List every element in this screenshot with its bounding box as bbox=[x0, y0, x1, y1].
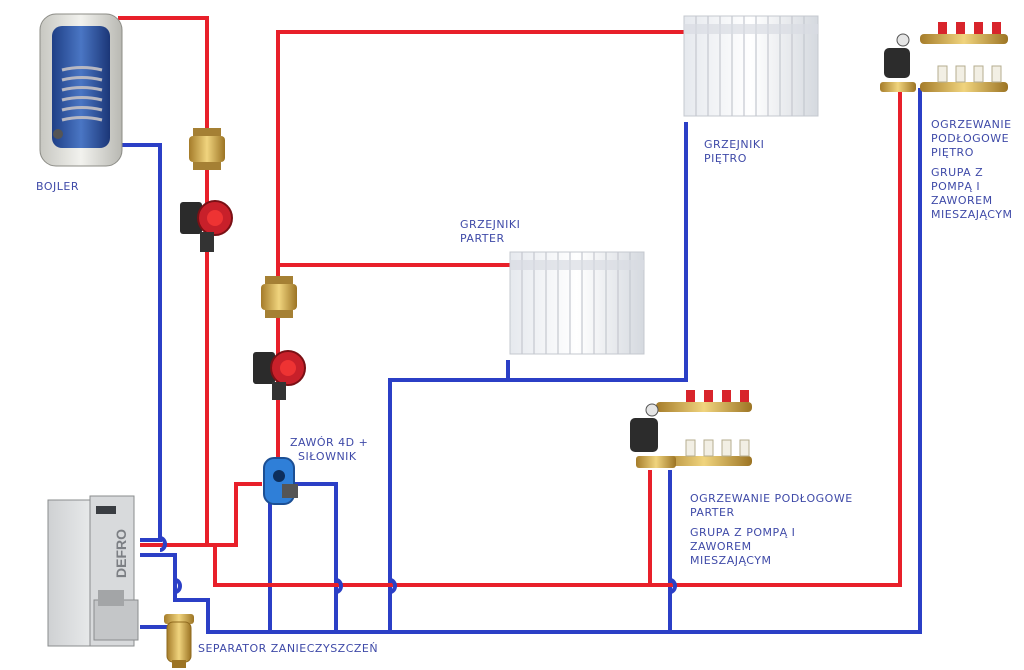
supply-pipes bbox=[118, 16, 902, 587]
label-grzejniki-pietro-1: GRZEJNIKI bbox=[704, 138, 764, 151]
label-grupa-pietro-4: MIESZAJĄCYM bbox=[931, 208, 1013, 221]
label-grupa-parter-2: ZAWOREM bbox=[690, 540, 752, 553]
label-grzejniki-parter-2: PARTER bbox=[460, 232, 505, 245]
label-ogrzewanie-pietro-2: PODŁOGOWE bbox=[931, 132, 1009, 145]
label-ogrzewanie-parter-1: OGRZEWANIE PODŁOGOWE bbox=[690, 492, 853, 505]
label-grupa-parter-1: GRUPA Z POMPĄ I bbox=[690, 526, 795, 539]
return-pipes bbox=[110, 88, 922, 634]
four-way-valve-actuator bbox=[263, 457, 298, 505]
circulation-pump-bojler bbox=[180, 200, 233, 252]
circulation-pump-radiators bbox=[253, 350, 306, 400]
hot-water-tank bbox=[39, 13, 123, 167]
label-ogrzewanie-pietro-1: OGRZEWANIE bbox=[931, 118, 1012, 131]
label-bojler: BOJLER bbox=[36, 180, 79, 193]
floor-heating-manifold-upper bbox=[880, 22, 1008, 92]
radiator-upper-floor bbox=[683, 15, 819, 117]
radiator-ground-floor bbox=[509, 251, 645, 355]
label-grupa-pietro-1: GRUPA Z bbox=[931, 166, 983, 179]
check-valve-radiators bbox=[261, 276, 297, 318]
label-zawor-2: SIŁOWNIK bbox=[298, 450, 357, 463]
boiler-brand-text: DEFRO bbox=[113, 529, 129, 578]
check-valve-bojler bbox=[189, 128, 225, 170]
solid-fuel-boiler: DEFRO bbox=[47, 495, 139, 647]
label-ogrzewanie-parter-2: PARTER bbox=[690, 506, 735, 519]
label-grupa-parter-3: MIESZAJĄCYM bbox=[690, 554, 772, 567]
label-grupa-pietro-3: ZAWOREM bbox=[931, 194, 993, 207]
label-grzejniki-parter-1: GRZEJNIKI bbox=[460, 218, 520, 231]
floor-heating-manifold-ground bbox=[630, 390, 752, 468]
label-separator: SEPARATOR ZANIECZYSZCZEŃ bbox=[198, 642, 378, 655]
label-grupa-pietro-2: POMPĄ I bbox=[931, 180, 980, 193]
pipe-crossings bbox=[159, 536, 677, 594]
label-grzejniki-pietro-2: PIĘTRO bbox=[704, 152, 747, 165]
label-ogrzewanie-pietro-3: PIĘTRO bbox=[931, 146, 974, 159]
label-zawor-1: ZAWÓR 4D + bbox=[290, 436, 368, 449]
dirt-separator bbox=[164, 614, 194, 668]
